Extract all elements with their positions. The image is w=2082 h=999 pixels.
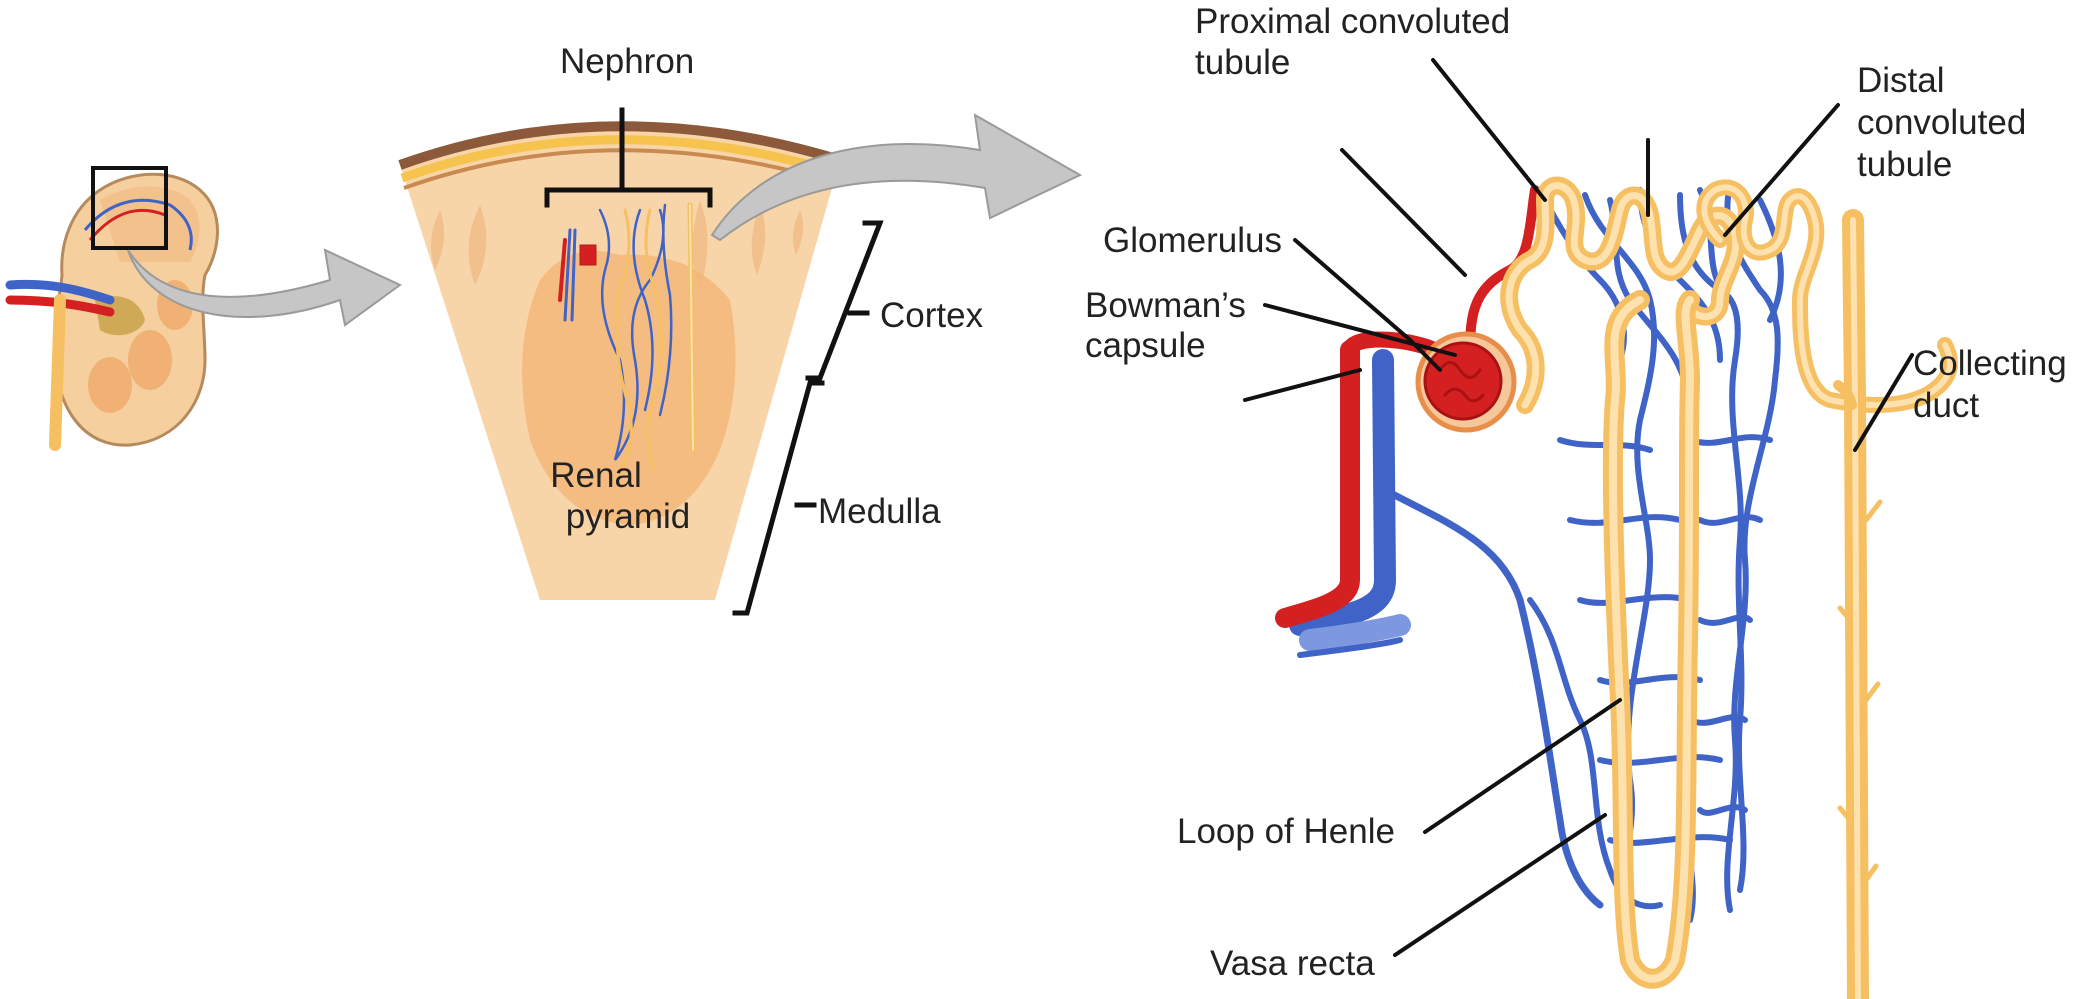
loop-of-henle-label: Loop of Henle [1177, 812, 1395, 851]
collecting-duct [1833, 209, 1883, 999]
renal-wedge [398, 121, 842, 600]
renal-pyramid-label-1: Renal [550, 456, 641, 495]
vasa-recta-label: Vasa recta [1210, 944, 1375, 983]
distal-convoluted-tubule [1696, 179, 1958, 413]
glomerulus-label: Glomerulus [1103, 221, 1282, 260]
distal-label-2: convoluted [1857, 103, 2026, 142]
glomerulus [1423, 341, 1503, 421]
collecting-label-2: duct [1913, 386, 1979, 425]
kidney-illustration [5, 166, 219, 451]
kidney-cortex-band [100, 186, 200, 262]
distal-label-3: tubule [1857, 145, 1952, 184]
panel3-leaders [1243, 58, 1914, 957]
cortex-medulla-brackets [732, 220, 884, 616]
zoom-arrow-1 [127, 248, 402, 327]
cortex-striations [431, 200, 804, 290]
renal-pyramid-label-2: pyramid [566, 497, 690, 536]
medulla-label: Medulla [818, 492, 941, 531]
wedge-capsule-inner [403, 148, 837, 190]
renal-vessels [5, 279, 115, 451]
distal-label-1: Distal [1857, 61, 1945, 100]
wedge-capsule-outer [398, 121, 842, 170]
proximal-label-2: tubule [1195, 43, 1290, 82]
renal-vein-branch [1289, 349, 1411, 658]
vasa-recta-descending [1381, 486, 1604, 909]
zoom-box [91, 166, 168, 250]
peritubular-capillaries [1527, 182, 1784, 923]
proximal-tubule-lumen [1505, 182, 1740, 409]
proximal-label-1: Proximal convoluted [1195, 2, 1510, 41]
wedge-capsule-yellow [400, 135, 840, 183]
bowmans-label-1: Bowman’s [1085, 286, 1246, 325]
zoom-arrow-2 [710, 113, 1083, 242]
nephron-label: Nephron [560, 42, 694, 81]
mini-nephron [558, 202, 696, 472]
nephron-bracket [544, 107, 713, 208]
detailed-nephron [1275, 176, 1958, 999]
collecting-label-1: Collecting [1913, 344, 2067, 383]
loop-of-henle [1602, 290, 1700, 989]
cortex-label: Cortex [880, 296, 984, 335]
bowmans-label-2: capsule [1085, 326, 1206, 365]
renal-pelvis [95, 296, 145, 336]
renal-pyramid-shape [522, 250, 736, 525]
